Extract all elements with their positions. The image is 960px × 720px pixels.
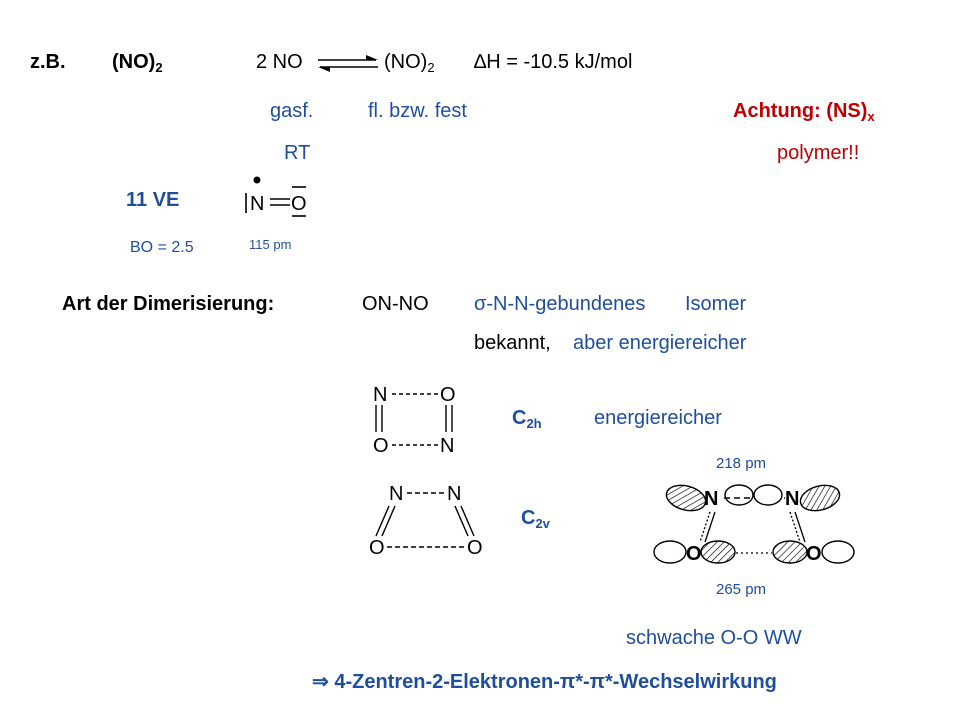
equilibrium-arrow-icon — [318, 55, 378, 72]
equation-right: (NO)2 — [384, 52, 435, 74]
orbital-overlap-diagram: N N O O — [653, 484, 855, 565]
orbital-lobe-n-right-outer — [799, 484, 841, 512]
sigma-bonded-label: σ-N-N-gebundenes — [474, 293, 646, 315]
energy-note: aber energiereicher — [573, 332, 747, 354]
orbital-lobe-o-right-inner — [772, 540, 808, 564]
equation-right-subscript: 2 — [427, 60, 435, 75]
warning-title-subscript: x — [867, 109, 875, 124]
orbital-lobe-o-right-outer — [821, 540, 855, 564]
state-liquid-solid: fl. bzw. fest — [368, 100, 467, 122]
c2h-atom-o-top: O — [440, 384, 456, 406]
orbital-lobe-n-left-outer — [665, 484, 707, 512]
c2h-structure: N O O N — [373, 384, 456, 457]
known-label: bekannt, — [474, 332, 551, 354]
no-atom-n: N — [250, 193, 264, 215]
c2h-label-subscript: 2h — [526, 416, 542, 431]
c2v-atom-o-right: O — [467, 537, 483, 559]
c2v-atom-n-left: N — [389, 483, 403, 505]
c2h-description: energiereicher — [594, 407, 722, 429]
dimerization-label: Art der Dimerisierung: — [62, 293, 275, 315]
c2v-atom-n-right: N — [447, 483, 461, 505]
orbital-lobe-o-left-inner — [700, 540, 736, 564]
no-dimer-subscript: 2 — [155, 60, 163, 75]
radical-electron-dot — [253, 176, 261, 184]
orbital-atom-o-left: O — [686, 543, 702, 565]
bond-order: BO = 2.5 — [130, 239, 194, 256]
c2v-atom-o-left: O — [369, 537, 385, 559]
c2v-label: C2v — [521, 508, 550, 530]
warning-polymer: polymer!! — [777, 142, 860, 164]
orbital-lobe-o-left-outer — [653, 540, 687, 564]
c2h-atom-o-bottom: O — [373, 435, 389, 457]
on-no-label: ON-NO — [362, 293, 429, 315]
c2v-label-text: C — [521, 507, 536, 529]
nn-distance: 218 pm — [716, 455, 767, 472]
orbital-atom-n-right: N — [785, 488, 799, 510]
implies-arrow-icon: ⇒ — [312, 671, 329, 693]
state-gas: gasf. — [270, 100, 314, 122]
no-lewis-structure: N O — [245, 176, 307, 217]
c2h-atom-n-top: N — [373, 384, 387, 406]
no-dimer-text: (NO) — [112, 51, 156, 73]
delta-h: ∆H = -10.5 kJ/mol — [474, 51, 633, 73]
orbital-lobe-n-right-inner — [753, 484, 783, 506]
warning-title: Achtung: (NS)x — [733, 101, 875, 123]
c2h-label-text: C — [512, 407, 527, 429]
conclusion: ⇒ 4-Zentren-2-Elektronen-π*-π*-Wechselwi… — [312, 672, 777, 692]
conclusion-text: 4-Zentren-2-Elektronen-π*-π*-Wechselwirk… — [334, 671, 777, 693]
orbital-atom-n-left: N — [704, 488, 718, 510]
orbital-atom-o-right: O — [806, 543, 822, 565]
oo-distance: 265 pm — [716, 581, 767, 598]
c2h-label: C2h — [512, 408, 542, 430]
weak-interaction: schwache O-O WW — [626, 627, 802, 649]
valence-electrons: 11 VE — [126, 189, 180, 211]
equation-left: 2 NO — [256, 51, 303, 73]
c2v-structure: N N O O — [369, 483, 483, 559]
isomer-label: Isomer — [685, 293, 747, 315]
warning-title-text: Achtung: (NS) — [733, 100, 868, 122]
c2h-atom-n-bottom: N — [440, 435, 454, 457]
zb-label: z.B. — [30, 51, 66, 73]
state-rt: RT — [284, 142, 311, 164]
no-dimer-formula: (NO)2 — [112, 52, 163, 74]
equation-right-text: (NO) — [384, 51, 428, 73]
orbital-lobe-n-left-inner — [724, 484, 754, 506]
c2v-label-subscript: 2v — [535, 516, 550, 531]
no-atom-o: O — [291, 193, 307, 215]
no-bond-length: 115 pm — [249, 237, 292, 252]
